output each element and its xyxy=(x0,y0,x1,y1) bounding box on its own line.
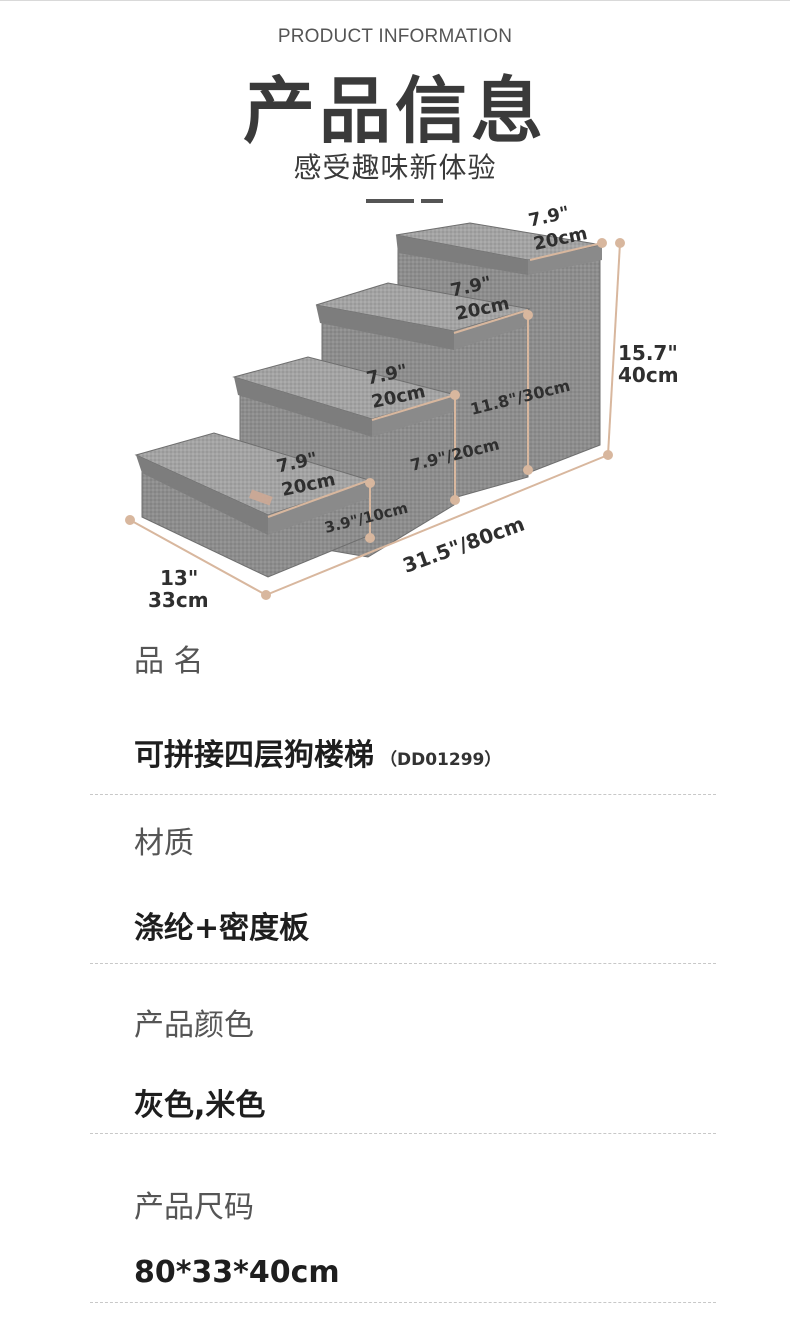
divider xyxy=(90,794,716,795)
spec-value-material: 涤纶+密度板 xyxy=(134,911,310,946)
width-cm: 33cm xyxy=(148,588,209,612)
spec-label-material: 材质 xyxy=(134,826,194,861)
top-rule xyxy=(0,0,790,1)
dog-stairs-figure: 7.9" 20cm 7.9" 20cm 7.9" 20cm 7.9" 20cm … xyxy=(125,205,679,612)
spec-value-name: 可拼接四层狗楼梯 （DD01299） xyxy=(134,730,501,774)
spec-value-size: 80*33*40cm xyxy=(134,1255,340,1290)
total-height-cm: 40cm xyxy=(618,363,679,387)
decorative-dash xyxy=(366,199,414,203)
spec-label-color: 产品颜色 xyxy=(134,1008,254,1043)
kicker-text: PRODUCT INFORMATION xyxy=(277,26,513,47)
step-1 xyxy=(134,432,374,578)
divider xyxy=(90,1133,716,1134)
divider xyxy=(90,963,716,964)
spec-label-size: 产品尺码 xyxy=(134,1190,254,1225)
spec-label-name: 品 名 xyxy=(134,644,204,679)
product-illustration: 7.9" 20cm 7.9" 20cm 7.9" 20cm 7.9" 20cm … xyxy=(0,205,790,625)
dimension-lines xyxy=(125,238,625,600)
width-in: 13" xyxy=(160,566,198,590)
total-height-in: 15.7" xyxy=(618,341,678,365)
divider xyxy=(90,1302,716,1303)
product-code: （DD01299） xyxy=(380,750,502,770)
decorative-dash-short xyxy=(421,199,443,203)
page-subtitle: 感受趣味新体验 xyxy=(293,151,497,184)
product-name: 可拼接四层狗楼梯 xyxy=(134,738,374,773)
page-title: 产品信息 xyxy=(242,69,547,153)
spec-value-color: 灰色,米色 xyxy=(134,1088,266,1123)
